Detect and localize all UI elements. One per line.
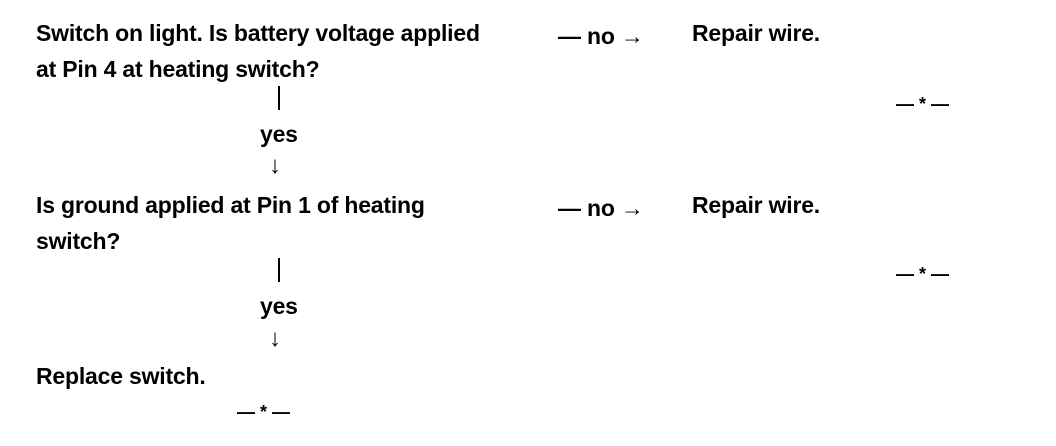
final-action: Replace switch. [36, 363, 206, 389]
step2-question-line1: Is ground applied at Pin 1 of heating [36, 192, 425, 218]
step1-question-line1: Switch on light. Is battery voltage appl… [36, 20, 480, 46]
step2-yes-label: yes [260, 293, 298, 319]
step1-no-action: Repair wire. [692, 20, 820, 46]
step1-connector-line [278, 86, 280, 110]
step2-down-arrow-icon: ↓ [269, 325, 281, 352]
final-end-mark: — * — [237, 402, 291, 422]
step1-yes-label: yes [260, 121, 298, 147]
step2-no-end-mark: — * — [896, 264, 950, 284]
step1-question-line2: at Pin 4 at heating switch? [36, 56, 320, 82]
step1-no-end-mark: — * — [896, 94, 950, 114]
step2-no-action: Repair wire. [692, 192, 820, 218]
step1-no-branch: — no → [558, 23, 644, 49]
step2-connector-line [278, 258, 280, 282]
step2-question-line2: switch? [36, 228, 121, 254]
step1-down-arrow-icon: ↓ [269, 152, 281, 179]
step2-no-branch: — no → [558, 195, 644, 221]
